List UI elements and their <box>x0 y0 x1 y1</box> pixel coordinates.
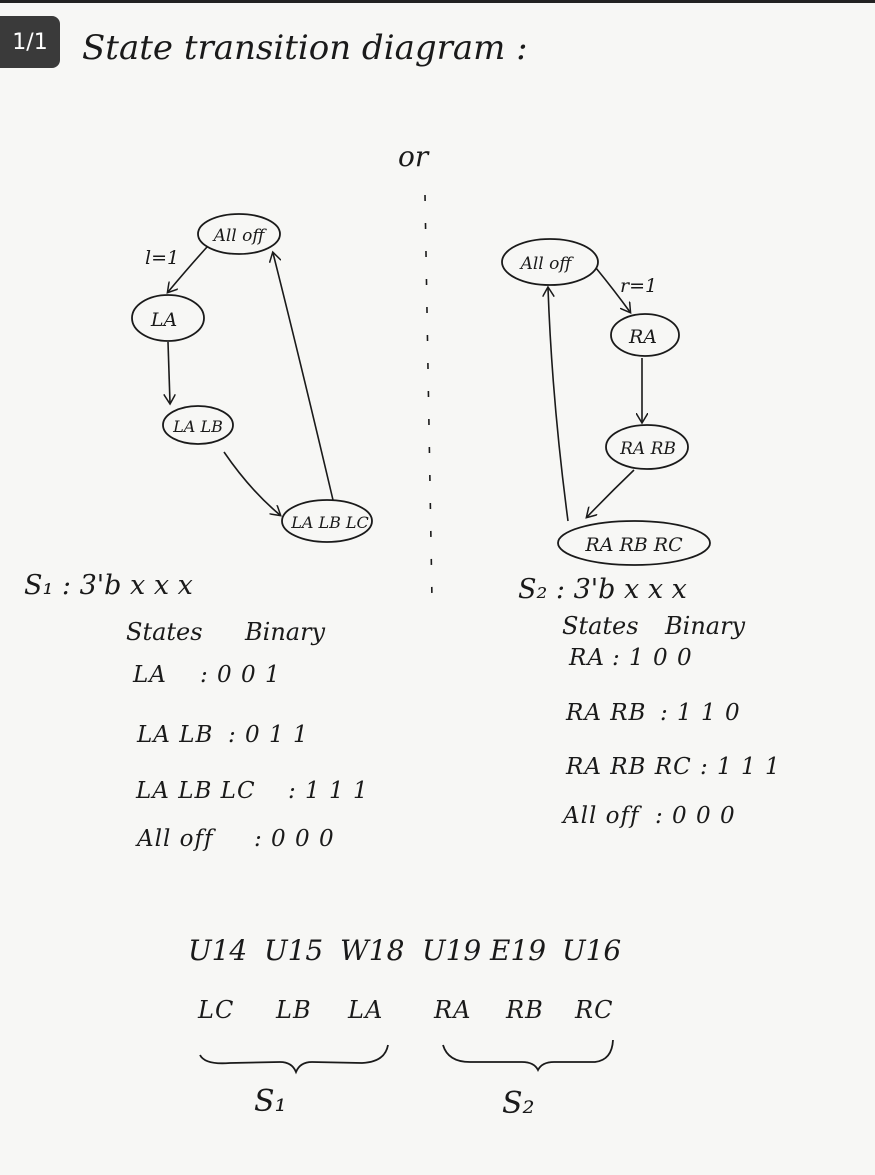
s2-row-state: RA RB RC <box>566 754 692 780</box>
s2-row-code: : 0 0 0 <box>655 803 736 829</box>
left-state-la-lb-label: LA LB <box>172 417 223 436</box>
right-state-all-off <box>501 238 599 286</box>
signal-label: RB <box>506 996 544 1024</box>
s2-encoding: S₂ : 3'b x x x <box>518 574 687 605</box>
arrow-rarbrc-to-allopf <box>548 288 569 522</box>
s1-row-code: : 1 1 1 <box>288 778 369 804</box>
right-state-all-off-label: All off <box>519 254 575 274</box>
right-state-diagram: All off RA RA RB RA RB RC r=1 <box>501 238 711 566</box>
signal-label: RC <box>575 996 614 1024</box>
left-trigger-label: l=1 <box>145 247 179 269</box>
left-state-diagram: All off LA LA LB LA LB LC l=1 <box>131 213 373 543</box>
right-state-ra <box>610 313 680 357</box>
right-state-ra-rb <box>605 424 689 470</box>
signal-label: LA <box>348 996 384 1024</box>
s1-row-code: : 0 0 1 <box>200 662 281 688</box>
signal-label: LC <box>198 996 235 1024</box>
pin-label: E19 <box>490 934 547 967</box>
divider-line <box>424 194 433 601</box>
s2-row-code: : 1 1 0 <box>660 700 741 726</box>
s2-header-states: States <box>562 612 639 640</box>
signal-label: LB <box>276 996 312 1024</box>
separator-or: or <box>398 140 429 173</box>
pin-label: U16 <box>562 934 622 967</box>
group-label-s2: S₂ <box>502 1086 535 1121</box>
arrow-allopf-to-la <box>168 246 208 292</box>
s2-row-state: RA <box>569 645 605 671</box>
left-state-all-off <box>197 213 281 255</box>
arrow-rarb-to-rarbrc <box>587 469 635 517</box>
right-state-ra-rb-rc-label: RA RB RC <box>584 534 683 556</box>
group-label-s1: S₁ <box>254 1084 287 1119</box>
right-state-ra-label: RA <box>628 326 657 348</box>
s1-row-state: LA LB <box>137 722 214 748</box>
left-state-la-lb-lc <box>281 499 373 543</box>
left-state-la <box>131 294 205 342</box>
left-state-all-off-label: All off <box>212 226 268 246</box>
pin-label: W18 <box>340 934 405 967</box>
pin-label: U19 <box>422 934 482 967</box>
arrow-allopf-to-ra <box>595 267 630 312</box>
s1-row-state: LA LB LC <box>136 778 256 804</box>
page-title: State transition diagram : <box>82 28 528 68</box>
arrow-la-to-lalb <box>168 341 170 403</box>
right-trigger-label: r=1 <box>620 275 657 297</box>
s1-row-code: : 0 1 1 <box>228 722 309 748</box>
left-state-la-lb <box>162 405 234 445</box>
pin-label: U14 <box>188 934 248 967</box>
pin-label: U15 <box>264 934 324 967</box>
s1-row-state: All off <box>137 826 214 852</box>
left-state-la-lb-lc-label: LA LB LC <box>290 513 369 532</box>
s2-row-state: All off <box>563 803 640 829</box>
arrow-lalb-to-lalblc <box>223 451 280 515</box>
s1-row-code: : 0 0 0 <box>254 826 335 852</box>
brace-s2 <box>442 1039 614 1073</box>
left-state-la-label: LA <box>150 309 177 331</box>
s1-header-states: States <box>126 618 203 646</box>
signal-label: RA <box>434 996 472 1024</box>
page-indicator: 1/1 <box>0 16 60 68</box>
s1-encoding: S₁ : 3'b x x x <box>24 570 193 601</box>
s1-row-state: LA <box>133 662 167 688</box>
arrow-lalblc-to-allopf <box>273 253 334 501</box>
brace-s1 <box>199 1044 389 1075</box>
s2-row-code: : 1 1 1 <box>700 754 781 780</box>
s2-header-binary: Binary <box>665 612 746 640</box>
s2-row-state: RA RB <box>566 700 647 726</box>
top-border <box>0 0 875 3</box>
s1-header-binary: Binary <box>245 618 326 646</box>
right-state-ra-rb-rc <box>557 520 711 566</box>
right-state-ra-rb-label: RA RB <box>619 439 676 459</box>
s2-row-code: : 1 0 0 <box>612 645 693 671</box>
